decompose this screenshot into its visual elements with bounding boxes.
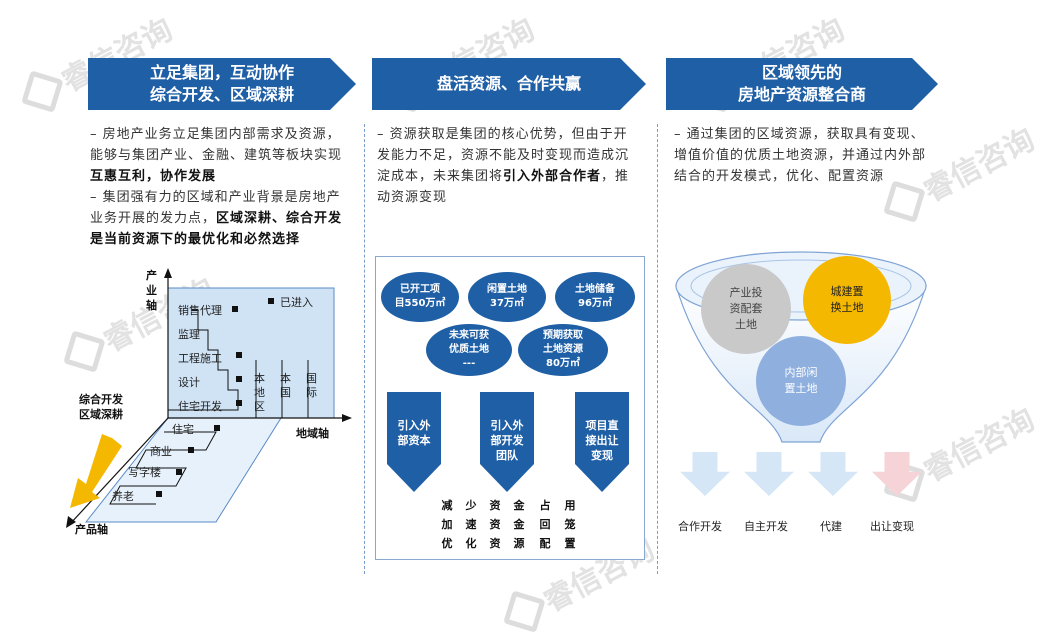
- benefit-column: 少速化: [465, 499, 477, 550]
- entered-marker: [236, 400, 242, 406]
- benefit-column: 用笼置: [564, 499, 576, 550]
- region-col: 国际: [306, 372, 317, 399]
- product-steps-line: [109, 431, 217, 505]
- down-arrow-icon: [744, 452, 794, 496]
- product-step: 写字楼: [128, 466, 161, 479]
- benefit-column: 占回配: [539, 499, 551, 550]
- resource-ellipse: 未来可获优质土地---: [426, 324, 512, 376]
- resource-ellipse: 已开工项目550万㎡: [381, 272, 459, 322]
- entered-marker: [236, 352, 242, 358]
- product-axis-line: [69, 417, 169, 525]
- product-axis-label: 产品轴: [75, 523, 108, 536]
- industry-step: 销售代理: [178, 304, 222, 317]
- middle-description: – 资源获取是集团的核心优势，但由于开发能力不足，资源不能及时变现而造成沉淀成本…: [377, 127, 630, 205]
- benefit-column: 金金源: [513, 499, 525, 550]
- entered-label: 已进入: [280, 296, 313, 309]
- entered-marker: [236, 376, 242, 382]
- industry-step: 工程施工: [178, 352, 222, 365]
- funnel-circle-idle: 内部闲置土地: [756, 336, 846, 426]
- banner-left: 立足集团，互动协作综合开发、区域深耕: [88, 58, 356, 110]
- industry-step: 设计: [178, 376, 200, 389]
- mode-label: 自主开发: [744, 520, 788, 533]
- entered-marker: [156, 491, 162, 497]
- side-arrow-icon: [70, 434, 122, 508]
- mode-label: 代建: [820, 520, 842, 533]
- product-step: 住宅: [172, 423, 194, 436]
- legend-marker: [268, 298, 274, 304]
- region-axis-label: 地域轴: [296, 427, 329, 440]
- industry-step: 监理: [178, 328, 200, 341]
- mode-label: 出让变现: [870, 520, 914, 533]
- region-col: 本地区: [254, 372, 265, 413]
- industry-axis-label: 产 业 轴: [146, 269, 157, 312]
- entered-marker: [214, 425, 220, 431]
- entered-marker: [188, 447, 194, 453]
- entered-marker: [232, 306, 238, 312]
- region-col: 本国: [280, 372, 291, 399]
- benefit-column: 资资资: [489, 499, 501, 550]
- three-axis-diagram: [66, 268, 352, 528]
- funnel-circle-industry: 产业投资配套土地: [701, 264, 791, 354]
- product-step: 养老: [112, 490, 134, 503]
- column-divider: [657, 124, 658, 574]
- industry-steps-line: [168, 309, 239, 411]
- down-arrow-icon: [872, 452, 922, 496]
- side-label: 综合开发区域深耕: [79, 393, 123, 421]
- industry-step: 住宅开发: [178, 400, 222, 413]
- product-step: 商业: [150, 445, 172, 458]
- banner-middle: 盘活资源、合作共赢: [372, 58, 646, 110]
- right-description: – 通过集团的区域资源，获取具有变现、增值价值的优质土地资源，并通过内外部结合的…: [674, 127, 927, 184]
- left-description: – 房地产业务立足集团内部需求及资源，能够与集团产业、金融、建筑等板块实现互惠互…: [90, 127, 343, 247]
- benefit-column: 减加优: [441, 499, 453, 550]
- down-arrow-icon: [680, 452, 730, 496]
- mode-label: 合作开发: [678, 520, 722, 533]
- funnel-circle-urban: 城建置换土地: [803, 256, 891, 344]
- down-arrow-icon: [808, 452, 858, 496]
- watermark-logo-icon: [503, 590, 546, 633]
- watermark-logo-icon: [21, 70, 64, 113]
- entered-marker: [176, 469, 182, 475]
- column-divider: [364, 124, 365, 574]
- banner-right: 区域领先的房地产资源整合商: [666, 58, 938, 110]
